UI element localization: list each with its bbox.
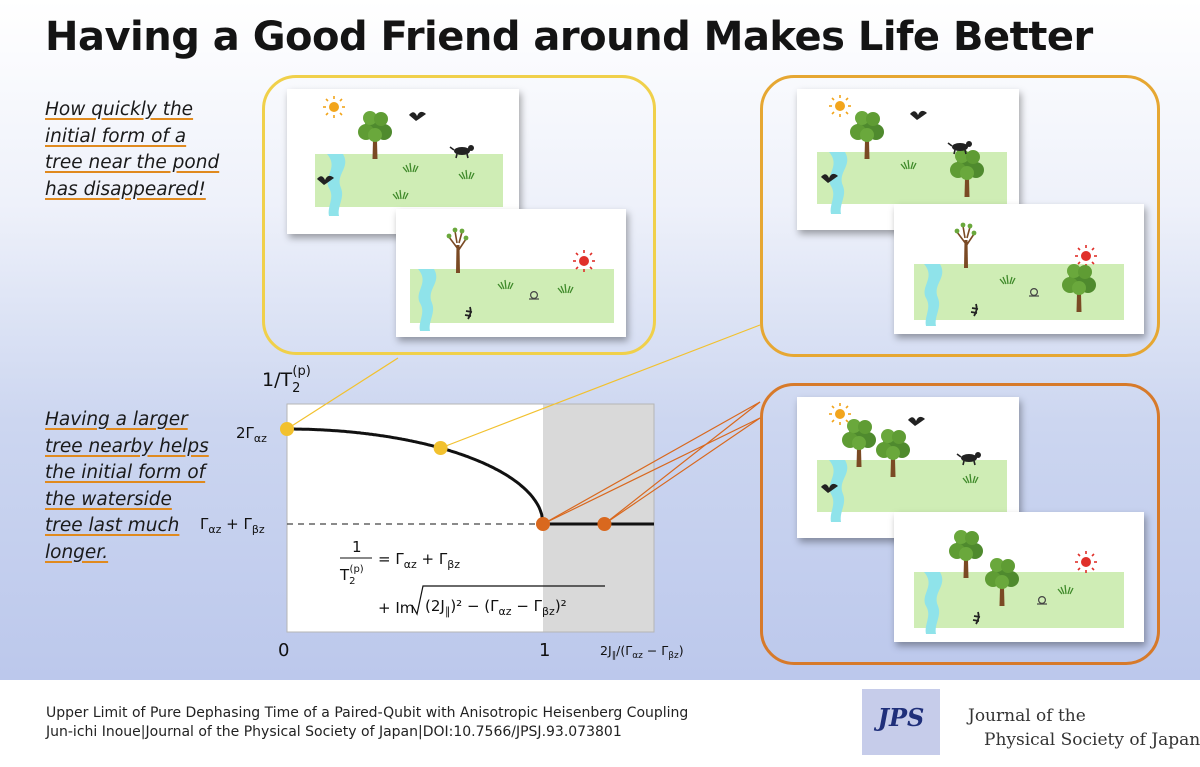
scene-frame-orange-light — [760, 75, 1160, 357]
connector-line — [542, 417, 761, 525]
caption-bottom-line: Having a larger — [45, 409, 188, 430]
scene-frame-orange-dark — [760, 383, 1160, 665]
caption-bottom-line: the waterside — [45, 488, 172, 510]
equation: 1 T2(p) = Γαz + Γβz + Im (2J∥)² − (Γαz −… — [339, 538, 605, 618]
meadow — [410, 269, 614, 323]
caption-bottom-line: tree nearby helps — [45, 435, 209, 457]
dephasing-chart: 1/T2(p) 2Γαz Γαz + Γβz 0 1 2J∥/(Γαz − Γβ… — [200, 324, 761, 661]
citation-line-1: Upper Limit of Pure Dephasing Time of a … — [46, 705, 689, 721]
caption-bottom: Having a larger tree nearby helps the in… — [45, 407, 209, 566]
meadow — [315, 154, 503, 207]
jps-logo: JPS — [862, 689, 940, 755]
scene-card — [797, 89, 1019, 230]
svg-text:= Γαz + Γβz: = Γαz + Γβz — [378, 550, 460, 571]
caption-bottom-line: longer. — [45, 541, 109, 563]
svg-text:(2J∥)² − (Γαz − Γβz)²: (2J∥)² − (Γαz − Γβz)² — [425, 597, 567, 618]
journal-name-line-1: Journal of the — [968, 706, 1086, 726]
chart-point — [433, 441, 448, 455]
y-tick-sum: Γαz + Γβz — [200, 515, 265, 536]
citation-line-2: Jun-ichi Inoue|Journal of the Physical S… — [46, 724, 622, 740]
caption-top: How quickly the initial form of a tree n… — [45, 97, 219, 203]
connector-line — [542, 401, 761, 525]
scene-frame-yellow — [262, 75, 656, 355]
caption-top-line: How quickly the — [45, 99, 194, 120]
caption-top-line: tree near the pond — [45, 152, 220, 173]
chart-point — [280, 422, 294, 436]
scene-card — [894, 204, 1144, 334]
x-tick-0: 0 — [278, 640, 289, 661]
y-axis-label: 1/T2(p) — [262, 364, 311, 396]
chart-point — [597, 517, 612, 531]
journal-name-line-2: Physical Society of Japan — [984, 730, 1200, 750]
jps-logo-text: JPS — [877, 703, 925, 732]
caption-top-line: has disappeared! — [45, 178, 206, 200]
chart-point — [536, 517, 550, 531]
dephasing-curve — [287, 427, 654, 526]
footer — [0, 680, 1200, 767]
scene-card — [396, 209, 626, 337]
connector-line — [440, 324, 761, 449]
page-title: Having a Good Friend around Makes Life B… — [45, 14, 1093, 60]
journal-name: Journal of the Physical Society of Japan — [968, 704, 1200, 752]
meadow — [817, 460, 1007, 512]
x-tick-1: 1 — [539, 640, 550, 661]
connector-line — [286, 357, 399, 430]
svg-text:+ Im: + Im — [378, 599, 414, 617]
shaded-region — [543, 404, 654, 632]
caption-bottom-line: tree last much — [45, 515, 180, 536]
caption-bottom-line: the initial form of — [45, 462, 206, 483]
y-tick-2gamma: 2Γαz — [236, 424, 267, 445]
caption-top-line: initial form of a — [45, 125, 187, 147]
connector-line — [604, 401, 761, 525]
svg-text:1: 1 — [352, 538, 362, 556]
x-axis-label: 2J∥/(Γαz − Γβz) — [600, 643, 684, 661]
meadow — [914, 572, 1124, 628]
citation: Upper Limit of Pure Dephasing Time of a … — [46, 704, 688, 742]
connector-line — [604, 417, 761, 525]
plot-frame — [286, 403, 655, 633]
scene-card — [894, 512, 1144, 642]
